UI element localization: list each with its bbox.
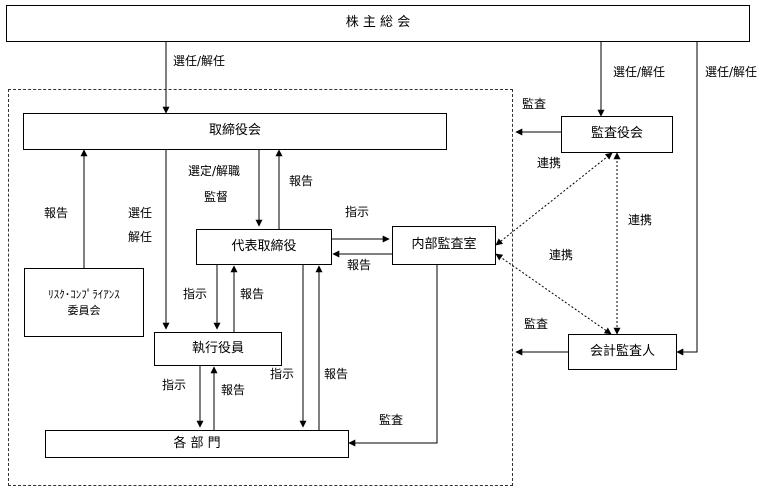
risk-compliance-committee-line1: ﾘｽｸ･ｺﾝﾌﾟﾗｲｱﾝｽ xyxy=(48,287,120,301)
label-dismiss-exec: 解任 xyxy=(128,230,153,244)
label-appoint-exec: 選任 xyxy=(128,206,153,220)
risk-compliance-committee-line2: 委員会 xyxy=(67,303,101,317)
executive-officers-label: 執行役員 xyxy=(191,340,244,356)
line-coop-internal-accounting xyxy=(495,253,612,335)
board-of-directors-box: 取締役会 xyxy=(23,113,447,150)
internal-audit-box: 内部監査室 xyxy=(392,226,496,265)
label-instruct-exec: 指示 xyxy=(183,287,208,301)
label-appoint-dismiss-auditors: 選任/解任 xyxy=(613,65,666,79)
label-instruct-internal: 指示 xyxy=(345,205,370,219)
risk-compliance-committee-box: ﾘｽｸ･ｺﾝﾌﾟﾗｲｱﾝｽ 委員会 xyxy=(24,268,144,337)
president-box: 代表取締役 xyxy=(196,229,332,265)
label-select-dismiss-president: 選定/解職 xyxy=(188,164,241,178)
label-report-risk-board: 報告 xyxy=(44,206,69,220)
internal-audit-label: 内部監査室 xyxy=(411,237,477,253)
accounting-auditor-label: 会計監査人 xyxy=(589,343,655,359)
departments-label: 各 部 門 xyxy=(173,435,221,451)
label-instruct-depts-exec: 指示 xyxy=(162,378,187,392)
board-of-directors-label: 取締役会 xyxy=(208,123,261,139)
departments-box: 各 部 門 xyxy=(45,430,349,458)
label-report-exec-president: 報告 xyxy=(240,287,265,301)
shareholders-meeting-label: 株 主 総 会 xyxy=(345,15,411,31)
president-label: 代表取締役 xyxy=(231,238,297,254)
label-coop-internal-accounting: 連携 xyxy=(549,248,574,262)
label-report-depts-exec: 報告 xyxy=(221,383,246,397)
label-instruct-depts-president: 指示 xyxy=(270,367,295,381)
label-report-depts-president: 報告 xyxy=(324,367,349,381)
label-audit-internal-depts: 監査 xyxy=(379,413,404,427)
label-appoint-dismiss-board: 選任/解任 xyxy=(173,54,226,68)
label-appoint-dismiss-accounting: 選任/解任 xyxy=(705,65,758,79)
line-coop-auditors-internal xyxy=(495,152,613,246)
label-coop-auditors-internal: 連携 xyxy=(537,156,562,170)
label-supervise: 監督 xyxy=(204,190,229,204)
label-coop-auditors-accounting: 連携 xyxy=(628,213,653,227)
line-internal-depts xyxy=(348,265,438,447)
label-audit-board: 監査 xyxy=(522,97,547,111)
audit-board-label: 監査役会 xyxy=(590,126,643,142)
audit-board-box: 監査役会 xyxy=(561,116,673,153)
label-audit-accounting: 監査 xyxy=(524,317,549,331)
line-shareholders-accounting xyxy=(676,42,698,356)
accounting-auditor-box: 会計監査人 xyxy=(568,334,677,370)
executive-officers-box: 執行役員 xyxy=(154,332,282,366)
label-report-internal-president: 報告 xyxy=(347,258,372,272)
label-report-president-board: 報告 xyxy=(289,174,314,188)
shareholders-meeting-box: 株 主 総 会 xyxy=(6,5,750,42)
